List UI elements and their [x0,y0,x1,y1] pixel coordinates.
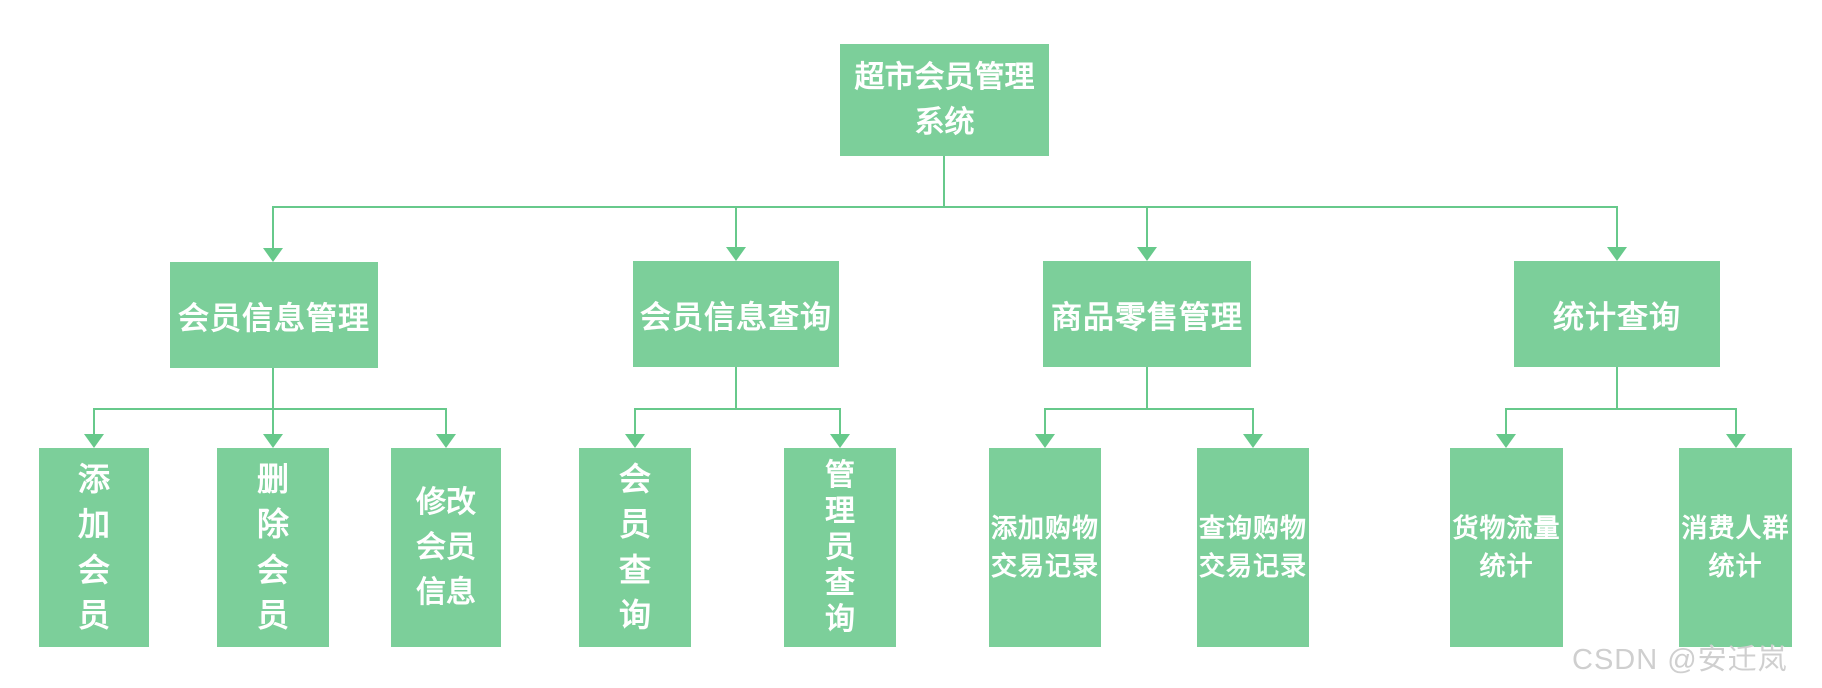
arrow-down-icon [1243,434,1263,448]
connector-drop-add-transaction [1044,408,1046,434]
node-retail-management: 商品零售管理 [1043,261,1251,367]
node-member-info-management: 会员信息管理 [170,262,378,368]
arrow-down-icon [1496,434,1516,448]
node-member-query: 会 员 查 询 [579,448,691,647]
arrow-down-icon [263,248,283,262]
connector-bus-group2 [635,408,841,410]
arrow-down-icon [830,434,850,448]
connector-drop-consumer-group [1735,408,1737,434]
arrow-down-icon [84,434,104,448]
arrow-down-icon [436,434,456,448]
node-query-transaction-record: 查询购物 交易记录 [1197,448,1309,647]
node-add-transaction-record: 添加购物 交易记录 [989,448,1101,647]
connector-parent-drop-group3 [1146,367,1148,409]
arrow-down-icon [625,434,645,448]
connector-drop-retail-management [1146,206,1148,249]
connector-bus-group3 [1045,408,1254,410]
csdn-watermark: CSDN @安迁岚 [1572,644,1788,676]
connector-drop-add-member [93,408,95,434]
connector-parent-drop-group1 [272,368,274,434]
arrow-down-icon [1035,434,1055,448]
connector-drop-admin-query [839,408,841,434]
node-modify-member-info: 修改 会员 信息 [391,448,501,647]
node-add-member: 添 加 会 员 [39,448,149,647]
connector-drop-member-query [634,408,636,434]
connector-drop-member-info-management [272,206,274,249]
connector-level1-bus [273,206,1618,208]
connector-bus-group4 [1506,408,1737,410]
connector-drop-member-info-query [735,206,737,249]
connector-parent-drop-group2 [735,367,737,409]
node-statistics-query: 统计查询 [1514,261,1720,367]
arrow-down-icon [1726,434,1746,448]
connector-bus-group1 [94,408,447,410]
node-consumer-group-statistics: 消费人群 统计 [1679,448,1792,647]
node-root-supermarket-member-system: 超市会员管理 系统 [840,44,1049,156]
node-goods-flow-statistics: 货物流量 统计 [1450,448,1563,647]
connector-drop-statistics-query [1616,206,1618,249]
connector-drop-query-transaction [1252,408,1254,434]
node-admin-query: 管 理 员 查 询 [784,448,896,647]
connector-drop-modify-member-info [445,408,447,434]
arrow-down-icon [1607,247,1627,261]
node-member-info-query: 会员信息查询 [633,261,839,367]
arrow-down-icon [263,434,283,448]
arrow-down-icon [1137,247,1157,261]
arrow-down-icon [726,247,746,261]
connector-drop-goods-flow [1505,408,1507,434]
connector-root-drop [943,156,945,207]
connector-parent-drop-group4 [1616,367,1618,409]
node-delete-member: 删 除 会 员 [217,448,329,647]
